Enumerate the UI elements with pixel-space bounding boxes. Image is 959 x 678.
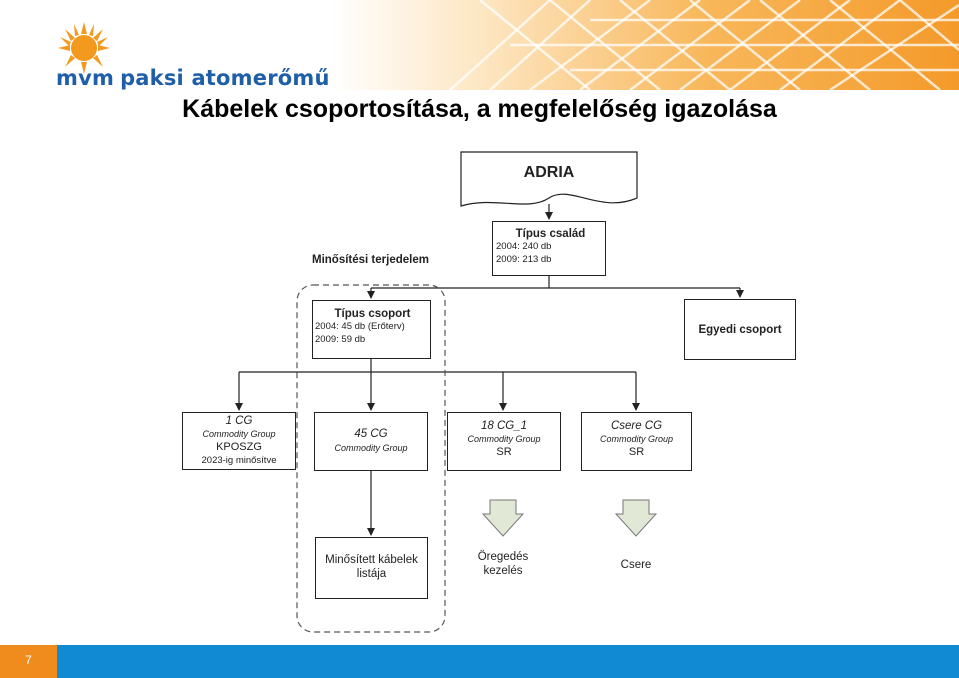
individual-group-label: Egyedi csoport <box>698 324 781 336</box>
cg45-subtitle: Commodity Group <box>315 441 427 455</box>
qualified-list-line1: Minősített kábelek <box>316 553 427 567</box>
replace-label: Csere <box>596 559 676 571</box>
replace-down-arrow <box>616 500 656 536</box>
cg18-subtitle: Commodity Group <box>448 433 560 446</box>
cg1-box: 1 CG Commodity Group KPOSZG 2023-ig minő… <box>182 412 296 470</box>
type-family-2009: 2009: 213 db <box>496 253 605 266</box>
cg18-title: 18 CG_1 <box>448 420 560 433</box>
aging-management-label: Öregedés kezelés <box>463 550 543 578</box>
replace-cg-code: SR <box>582 446 691 459</box>
cg1-subtitle: Commodity Group <box>183 428 295 441</box>
cg1-code: KPOSZG <box>183 441 295 454</box>
aging-line1: Öregedés <box>463 550 543 564</box>
cg1-qualified: 2023-ig minősítve <box>183 454 295 467</box>
type-family-title: Típus család <box>496 228 605 240</box>
individual-group-box: Egyedi csoport <box>684 299 796 360</box>
replace-cg-subtitle: Commodity Group <box>582 433 691 446</box>
adria-label: ADRIA <box>461 164 637 182</box>
replace-cg-title: Csere CG <box>582 420 691 433</box>
cg18-box: 18 CG_1 Commodity Group SR <box>447 412 561 471</box>
replace-cg-box: Csere CG Commodity Group SR <box>581 412 692 471</box>
qualified-cable-list-box: Minősített kábelek listája <box>315 537 428 599</box>
type-group-2009: 2009: 59 db <box>315 333 430 346</box>
type-group-title: Típus csoport <box>315 308 430 320</box>
page-number: 7 <box>0 645 57 678</box>
type-family-2004: 2004: 240 db <box>496 240 605 253</box>
cg45-box: 45 CG Commodity Group <box>314 412 428 471</box>
footer-bar: 7 <box>0 645 959 678</box>
scope-label: Minősítési terjedelem <box>312 254 429 266</box>
aging-line2: kezelés <box>463 564 543 578</box>
type-family-box: Típus család 2004: 240 db 2009: 213 db <box>492 221 606 276</box>
type-group-2004: 2004: 45 db (Erőterv) <box>315 320 430 333</box>
cg18-code: SR <box>448 446 560 459</box>
cg45-title: 45 CG <box>315 427 427 441</box>
cg1-title: 1 CG <box>183 415 295 428</box>
type-group-box: Típus csoport 2004: 45 db (Erőterv) 2009… <box>312 300 431 359</box>
aging-down-arrow <box>483 500 523 536</box>
qualified-list-line2: listája <box>316 567 427 581</box>
